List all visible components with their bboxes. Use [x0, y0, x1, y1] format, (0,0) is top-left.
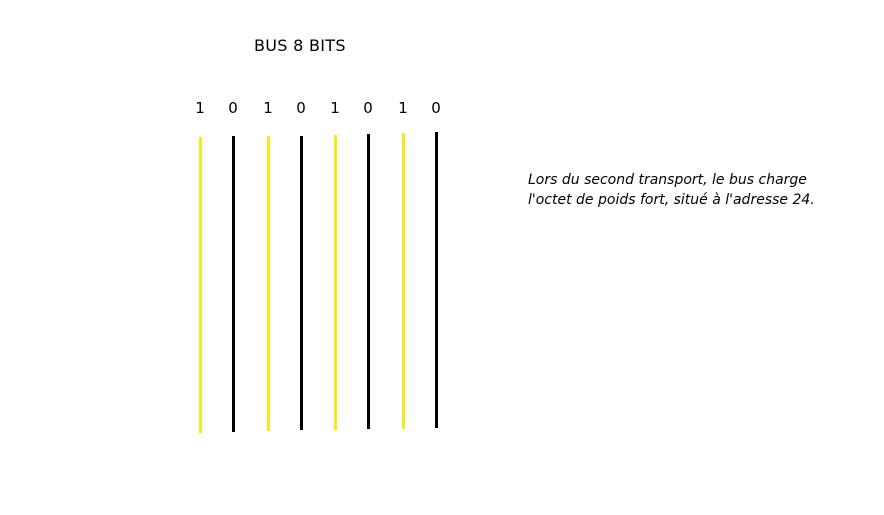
bus-wire-6: [402, 133, 405, 429]
bit-label-4: 1: [330, 99, 340, 117]
bit-label-7: 0: [431, 99, 441, 117]
bit-label-5: 0: [363, 99, 373, 117]
bus-wire-4: [334, 135, 337, 430]
bit-label-0: 1: [195, 99, 205, 117]
diagram-caption: Lors du second transport, le bus charge …: [528, 170, 868, 210]
bus-wire-5: [367, 134, 370, 429]
bit-label-3: 0: [296, 99, 306, 117]
bit-label-1: 0: [228, 99, 238, 117]
bit-label-2: 1: [263, 99, 273, 117]
caption-line-2: l'octet de poids fort, situé à l'adresse…: [528, 192, 815, 208]
bit-label-6: 1: [398, 99, 408, 117]
bus-wire-0: [199, 137, 202, 433]
bus-wire-1: [232, 136, 235, 432]
bus-wire-7: [435, 132, 438, 428]
bus-wire-3: [300, 136, 303, 430]
bus-wire-2: [267, 136, 270, 431]
caption-line-1: Lors du second transport, le bus charge: [528, 172, 807, 188]
diagram-title: BUS 8 BITS: [254, 36, 346, 55]
